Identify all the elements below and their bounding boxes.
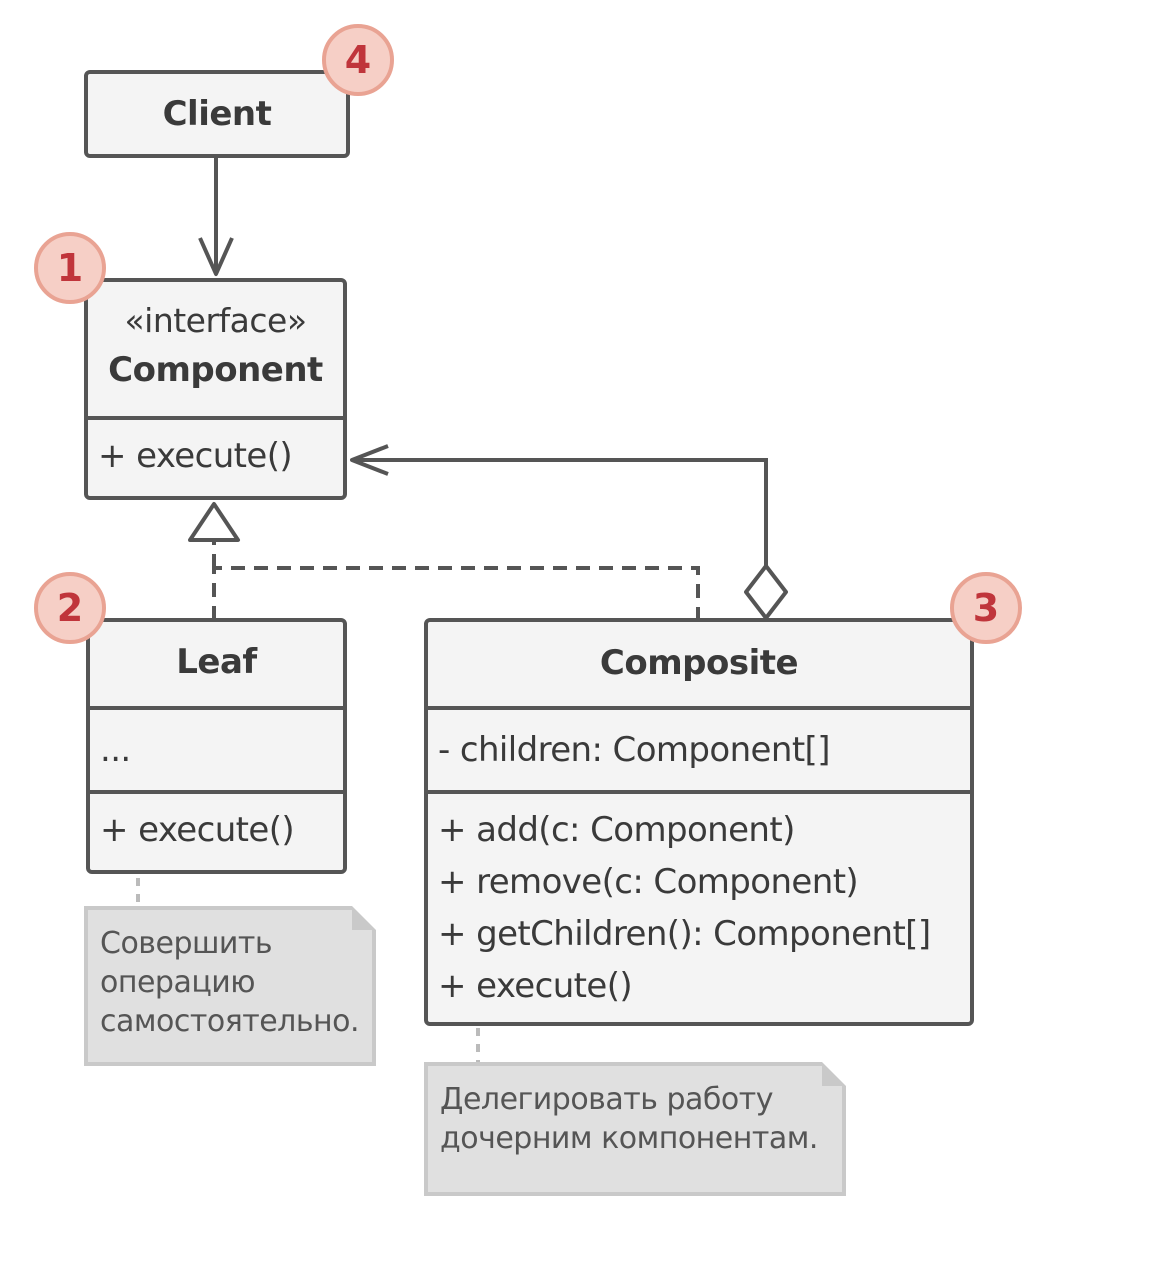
badge-composite: 3 bbox=[950, 572, 1022, 644]
leaf-note: Совершить операцию самостоятельно. bbox=[84, 906, 376, 1066]
composite-note: Делегировать работу дочерним компонентам… bbox=[424, 1062, 846, 1196]
client-class-box: Client bbox=[84, 70, 350, 158]
composite-aggregation-connector bbox=[350, 444, 788, 620]
client-title: Client bbox=[162, 94, 272, 134]
badge-component: 1 bbox=[34, 232, 106, 304]
component-method-execute: + execute() bbox=[98, 436, 293, 476]
client-to-component-arrow bbox=[198, 156, 234, 276]
leaf-fields: ... bbox=[90, 706, 343, 790]
composite-method-add: + add(c: Component) bbox=[438, 810, 795, 850]
composite-method-getchildren: + getChildren(): Component[] bbox=[438, 914, 931, 954]
composite-title: Composite bbox=[599, 643, 799, 683]
component-stereotype: «interface» bbox=[124, 301, 307, 340]
leaf-methods: + execute() bbox=[90, 790, 343, 856]
leaf-title: Leaf bbox=[176, 642, 257, 682]
composite-class-box: Composite - children: Component[] + add(… bbox=[424, 618, 974, 1026]
badge-client: 4 bbox=[322, 24, 394, 96]
component-interface-box: «interface» Component + execute() bbox=[84, 278, 347, 500]
composite-method-execute: + execute() bbox=[438, 966, 633, 1006]
composite-note-line: дочерним компонентам. bbox=[440, 1121, 818, 1156]
composite-field-children: - children: Component[] bbox=[438, 730, 830, 770]
realization-connector bbox=[188, 502, 700, 620]
leaf-note-line: самостоятельно. bbox=[100, 1004, 360, 1039]
composite-fields: - children: Component[] bbox=[428, 706, 970, 790]
component-header: «interface» Component bbox=[88, 282, 343, 416]
component-methods: + execute() bbox=[88, 416, 343, 482]
composite-method-remove: + remove(c: Component) bbox=[438, 862, 859, 902]
leaf-class-box: Leaf ... + execute() bbox=[86, 618, 347, 874]
note-fold-corner bbox=[822, 1062, 846, 1086]
badge-leaf: 2 bbox=[34, 572, 106, 644]
composite-methods: + add(c: Component) + remove(c: Componen… bbox=[428, 790, 970, 1012]
leaf-method-execute: + execute() bbox=[100, 810, 295, 850]
leaf-note-line: Совершить bbox=[100, 926, 273, 961]
leaf-note-line: операцию bbox=[100, 965, 256, 1000]
composite-note-line: Делегировать работу bbox=[440, 1082, 773, 1117]
note-fold-corner bbox=[352, 906, 376, 930]
leaf-field-ellipsis: ... bbox=[100, 730, 131, 770]
component-title: Component bbox=[108, 350, 323, 390]
